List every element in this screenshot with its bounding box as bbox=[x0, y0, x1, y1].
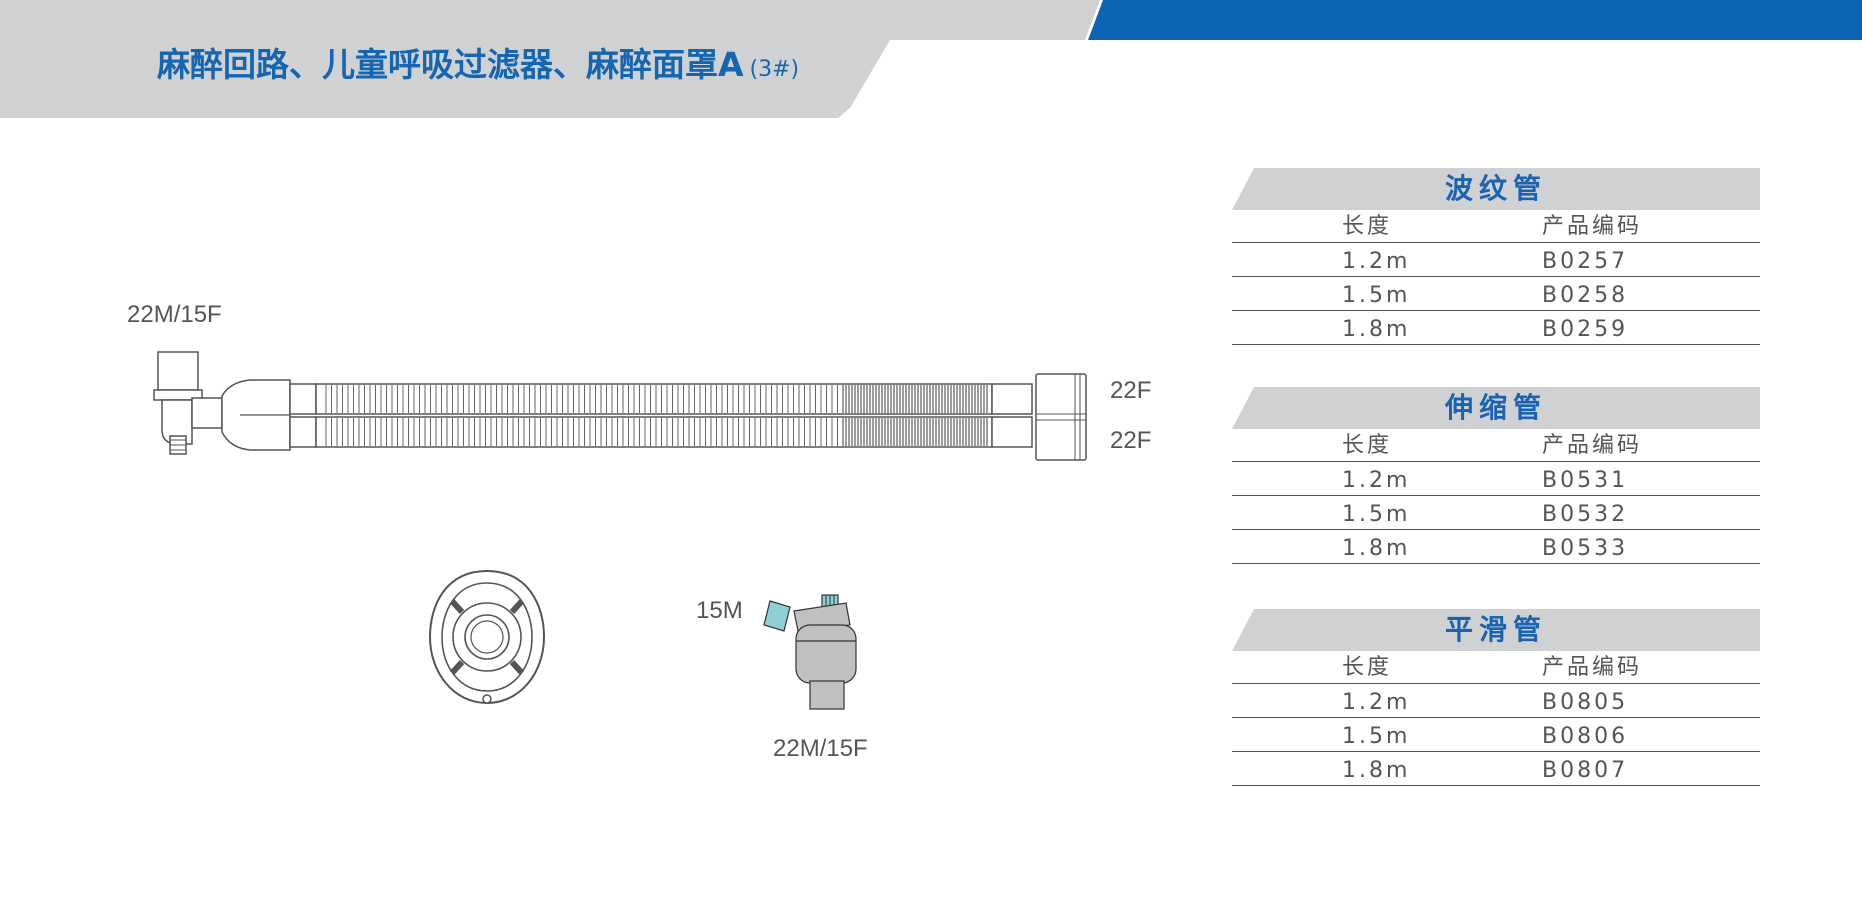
table-row: 1.2m B0805 bbox=[1232, 684, 1760, 718]
cell-product-code: B0257 bbox=[1542, 249, 1629, 274]
table-row: 1.5m B0806 bbox=[1232, 718, 1760, 752]
table-title: 波纹管 bbox=[1444, 172, 1547, 205]
breathing-filter-illustration bbox=[763, 594, 857, 710]
table-row: 1.5m B0532 bbox=[1232, 496, 1760, 530]
table-row: 1.8m B0807 bbox=[1232, 752, 1760, 786]
circuit-left-port-label: 22M/15F bbox=[127, 301, 222, 328]
header-band bbox=[0, 0, 1862, 118]
product-table: 波纹管长度 产品编码 1.2m B0257 1.5m B0258 1.8m B0259 bbox=[1232, 168, 1760, 345]
column-header-code: 产品编码 bbox=[1542, 433, 1643, 458]
table-row: 1.2m B0257 bbox=[1232, 243, 1760, 277]
cell-length: 1.5m bbox=[1342, 283, 1411, 308]
cell-length: 1.2m bbox=[1342, 690, 1411, 715]
table-title-band: 伸缩管 bbox=[1232, 387, 1760, 429]
cell-length: 1.2m bbox=[1342, 249, 1411, 274]
cell-length: 1.8m bbox=[1342, 758, 1411, 783]
product-table: 伸缩管长度 产品编码 1.2m B0531 1.5m B0532 1.8m B0533 bbox=[1232, 387, 1760, 564]
column-header-length: 长度 bbox=[1342, 214, 1393, 239]
column-header-length: 长度 bbox=[1342, 433, 1393, 458]
filter-bottom-port-label: 22M/15F bbox=[773, 735, 868, 762]
cell-product-code: B0531 bbox=[1542, 468, 1629, 493]
circuit-right-port-label-top: 22F bbox=[1110, 377, 1152, 404]
product-table: 平滑管长度 产品编码 1.2m B0805 1.5m B0806 1.8m B0807 bbox=[1232, 609, 1760, 786]
table-row: 1.5m B0258 bbox=[1232, 277, 1760, 311]
circuit-right-port-label-bottom: 22F bbox=[1110, 427, 1152, 454]
table-title-band: 波纹管 bbox=[1232, 168, 1760, 210]
table-header-row: 长度 产品编码 bbox=[1232, 429, 1760, 462]
column-header-code: 产品编码 bbox=[1542, 214, 1643, 239]
table-title: 伸缩管 bbox=[1444, 391, 1547, 424]
anesthesia-mask-illustration bbox=[428, 569, 546, 705]
cell-length: 1.5m bbox=[1342, 502, 1411, 527]
page-title: 麻醉回路、儿童呼吸过滤器、麻醉面罩A(3#) bbox=[157, 45, 800, 84]
cell-length: 1.5m bbox=[1342, 724, 1411, 749]
cell-length: 1.8m bbox=[1342, 536, 1411, 561]
cell-length: 1.2m bbox=[1342, 468, 1411, 493]
table-row: 1.8m B0259 bbox=[1232, 311, 1760, 345]
column-header-length: 长度 bbox=[1342, 655, 1393, 680]
column-header-code: 产品编码 bbox=[1542, 655, 1643, 680]
cell-length: 1.8m bbox=[1342, 317, 1411, 342]
cell-product-code: B0258 bbox=[1542, 283, 1629, 308]
cell-product-code: B0532 bbox=[1542, 502, 1629, 527]
table-row: 1.2m B0531 bbox=[1232, 462, 1760, 496]
breathing-circuit-illustration bbox=[153, 351, 1087, 461]
cell-product-code: B0805 bbox=[1542, 690, 1629, 715]
cell-product-code: B0533 bbox=[1542, 536, 1629, 561]
filter-top-port-label: 15M bbox=[696, 597, 743, 624]
table-row: 1.8m B0533 bbox=[1232, 530, 1760, 564]
cell-product-code: B0806 bbox=[1542, 724, 1629, 749]
table-title: 平滑管 bbox=[1444, 613, 1547, 646]
table-header-row: 长度 产品编码 bbox=[1232, 651, 1760, 684]
table-title-band: 平滑管 bbox=[1232, 609, 1760, 651]
cell-product-code: B0807 bbox=[1542, 758, 1629, 783]
table-header-row: 长度 产品编码 bbox=[1232, 210, 1760, 243]
cell-product-code: B0259 bbox=[1542, 317, 1629, 342]
